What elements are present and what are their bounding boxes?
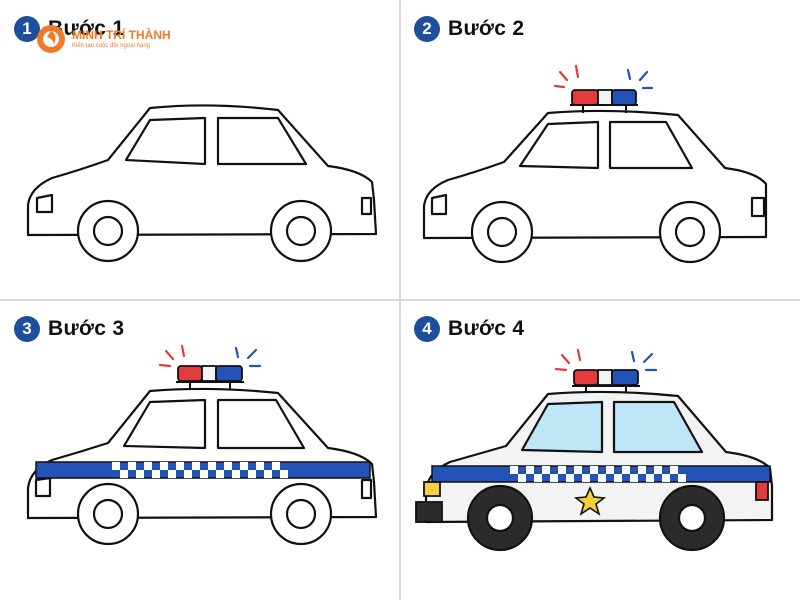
step-panel-3: 3 Bước 3 — [0, 300, 400, 600]
car-front-window — [520, 400, 604, 454]
car-rear-window — [216, 398, 306, 450]
step-label-4: Bước 4 — [448, 317, 525, 340]
car-drawing-step-4 — [415, 348, 774, 552]
car-headlight — [430, 193, 448, 216]
star-badge-icon — [573, 486, 607, 516]
step-header-4: 4 Bước 4 — [414, 316, 524, 342]
car-rear-window — [612, 400, 704, 454]
brand-name: MINH TRÍ THÀNH — [72, 28, 171, 42]
step-header-1: 1 Bước 1 — [14, 16, 124, 42]
car-wheels — [466, 484, 726, 552]
step-panel-2: 2 Bước 2 — [400, 0, 800, 300]
car-front-hub — [92, 215, 124, 247]
side-stripe — [35, 461, 371, 479]
step-badge-3: 3 — [14, 316, 40, 342]
step-header-3: 3 Bước 3 — [14, 316, 124, 342]
car-headlight — [34, 476, 52, 498]
siren-light — [553, 64, 654, 113]
brand-logo: MINH TRÍ THÀNH Kiến tạo cuộc đời ngoại h… — [34, 22, 171, 56]
car-headlight — [423, 481, 441, 497]
step-label-1: Bước 1 — [48, 17, 125, 40]
car-taillight — [755, 481, 769, 501]
step-badge-4: 4 — [414, 316, 440, 342]
brand-slogan: Kiến tạo cuộc đời ngoại hạng — [72, 43, 150, 49]
car-taillight — [750, 196, 766, 218]
step-badge-2: 2 — [414, 16, 440, 42]
brand-logo-icon — [37, 25, 65, 53]
car-drawing-step-3 — [26, 344, 378, 546]
car-body — [422, 109, 768, 240]
car-front-window — [124, 116, 207, 166]
car-drawing-step-1 — [26, 104, 378, 263]
car-rear-window — [608, 120, 694, 170]
siren-light — [554, 348, 658, 393]
car-taillight — [360, 478, 373, 500]
car-front-window — [518, 120, 600, 170]
car-drawing-step-2 — [422, 64, 768, 264]
step-panel-1: 1 Bước 1 MINH TRÍ THÀNH Kiến tạo cuộc đờ… — [0, 0, 400, 300]
car-headlight — [35, 193, 54, 214]
car-rear-hub — [285, 215, 317, 247]
siren-light — [158, 344, 262, 389]
car-body — [26, 104, 378, 237]
car-front-window — [122, 398, 207, 450]
step-label-3: Bước 3 — [48, 317, 125, 340]
step-label-2: Bước 2 — [448, 17, 525, 40]
car-taillight — [360, 196, 373, 216]
step-badge-1: 1 — [14, 16, 40, 42]
step-header-2: 2 Bước 2 — [414, 16, 524, 42]
side-stripe — [431, 465, 771, 483]
step-panel-4: 4 Bước 4 — [400, 300, 800, 600]
car-rear-window — [216, 116, 308, 166]
car-bumper — [415, 501, 443, 523]
panel-divider-horizontal — [0, 299, 800, 301]
